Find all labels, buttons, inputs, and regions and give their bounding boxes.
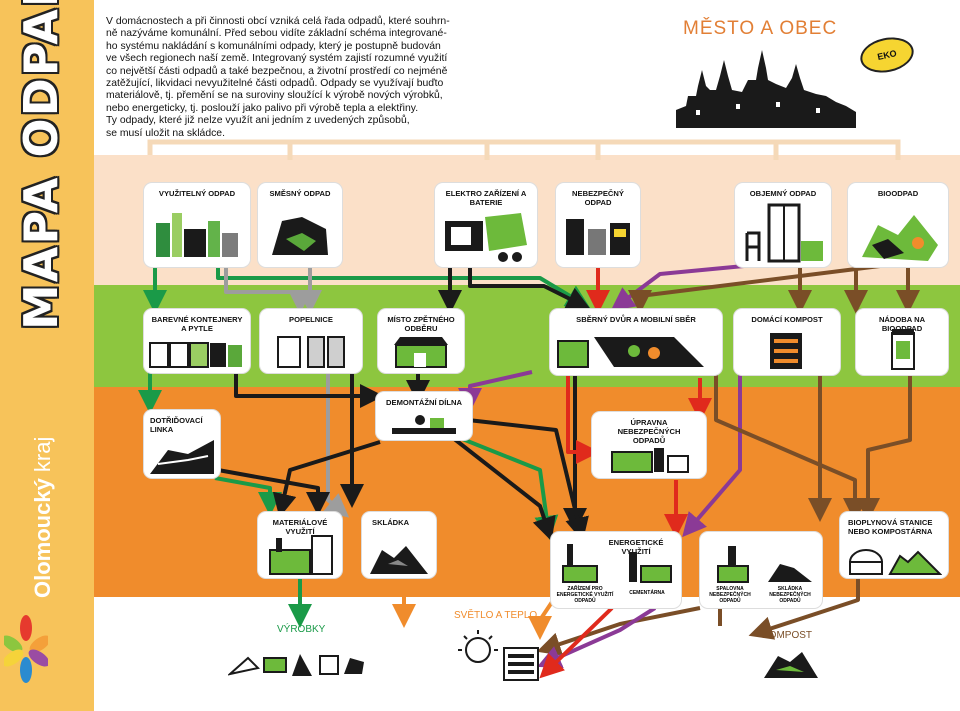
bio-bin-icon: [891, 329, 915, 370]
collection-collection-yard: SBĚRNÝ DVŮR A MOBILNÍ SBĚR: [550, 309, 722, 375]
source-label: BIOODPAD: [877, 189, 919, 198]
region-logo-icon: [4, 615, 48, 683]
final-label: SKLÁDKA: [372, 518, 410, 527]
band-city: [94, 0, 960, 155]
final-label: MATERIÁLOVÉ VYUŽITÍ: [272, 518, 328, 536]
factory-icon: [269, 535, 333, 575]
recyclables-icon: [156, 213, 238, 257]
final-hazardous-facilities: SPALOVNA NEBEZPEČNÝCH ODPADŮ SKLÁDKA NEB…: [700, 532, 822, 608]
final-biogas-composting: BIOPLYNOVÁ STANICE NEBO KOMPOSTÁRNA: [840, 512, 948, 578]
source-bulky-waste: OBJEMNÝ ODPAD: [735, 183, 831, 267]
source-mixed-waste: SMĚSNÝ ODPAD: [258, 183, 342, 267]
processing-label: DEMONTÁŽNÍ DÍLNA: [386, 398, 462, 407]
processing-label: DOTŘIĎOVACÍ LINKA: [150, 416, 203, 434]
intro-line: ve všech regionech naší země. Integrovan…: [106, 53, 448, 65]
collection-bins: POPELNICE: [260, 309, 362, 373]
output-light-heat: SVĚTLO A TEPLO: [454, 610, 538, 621]
dustbins-icon: [277, 336, 345, 368]
collection-label: BAREVNÉ KONTEJNERY A PYTLE: [151, 315, 243, 333]
biogas-plant-icon: [849, 549, 942, 575]
intro-line: nebo energeticky, tj. poslouží jako pali…: [106, 102, 419, 114]
final-material-recovery: MATERIÁLOVÉ VYUŽITÍ: [258, 512, 342, 578]
hazard-containers-icon: [566, 219, 630, 255]
city-title: MĚSTO A OBEC: [683, 18, 838, 39]
intro-line: se musí uložit na skládce.: [106, 127, 225, 139]
final-label: BIOPLYNOVÁ STANICE NEBO KOMPOSTÁRNA: [848, 518, 933, 536]
final-label: ENERGETICKÉ VYUŽITÍ: [608, 538, 664, 556]
compost-icon: [764, 652, 818, 678]
source-biowaste: BIOODPAD: [848, 183, 948, 267]
processing-hazardous-treatment: ÚPRAVNA NEBEZPEČNÝCH ODPADŮ: [592, 412, 706, 478]
color-bins-icon: [149, 342, 242, 368]
intro-line: materiálově, tj. přemění se na suroviny …: [106, 90, 443, 102]
workshop-icon: [392, 415, 456, 434]
products-icon: [228, 654, 364, 676]
furniture-icon: [745, 203, 823, 263]
collection-yard-icon: [557, 337, 704, 368]
collection-label: MÍSTO ZPĚTNÉHO ODBĚRU: [387, 315, 455, 333]
output-compost: KOMPOST: [762, 630, 813, 641]
collection-label: POPELNICE: [289, 315, 333, 324]
collection-color-containers: BAREVNÉ KONTEJNERY A PYTLE: [144, 309, 250, 373]
sidebar: [0, 0, 94, 711]
compost-bin-icon: [770, 333, 802, 369]
sorting-line-icon: [150, 440, 214, 474]
source-electro-batteries: ELEKTRO ZAŘÍZENÍ A BATERIE: [435, 183, 537, 267]
intro-line: zatěžující, likvidaci nevyužitelné části…: [106, 78, 444, 90]
intro-line: co největší části odpadů a také bezpečno…: [106, 65, 448, 77]
intro-line: ně nazýváme komunální. Před sebou vidíte…: [106, 28, 447, 40]
landfill-icon: [370, 546, 428, 574]
processing-sorting-line: DOTŘIĎOVACÍ LINKA: [144, 410, 220, 478]
processing-dismantling-workshop: DEMONTÁŽNÍ DÍLNA: [376, 392, 472, 440]
power-plant-icon: [562, 544, 672, 583]
energy-sub-label: ZAŘÍZENÍ PRO ENERGETICKÉ VYUŽITÍ ODPADŮ: [556, 586, 614, 604]
final-landfill: SKLÁDKA: [362, 512, 436, 578]
source-label: OBJEMNÝ ODPAD: [749, 189, 817, 198]
electronics-icon: [445, 213, 527, 262]
intro-line: ho systému nakládání s komunálními odpad…: [106, 40, 441, 52]
mixed-waste-icon: [272, 217, 328, 255]
collection-home-compost: DOMÁCÍ KOMPOST: [734, 309, 840, 375]
collection-label: SBĚRNÝ DVŮR A MOBILNÍ SBĚR: [576, 315, 696, 324]
energy-sub-label: SKLÁDKA NEBEZPEČNÝCH ODPADŮ: [769, 586, 811, 604]
shop-icon: [394, 337, 448, 368]
biowaste-icon: [862, 215, 938, 261]
incinerator-icon: [717, 546, 812, 583]
energy-sub-label: SPALOVNA NEBEZPEČNÝCH ODPADŮ: [709, 586, 751, 604]
collection-takeback-point: MÍSTO ZPĚTNÉHO ODBĚRU: [378, 309, 464, 373]
output-products: VÝROBKY: [277, 624, 326, 635]
source-usable-waste: VYUŽITELNÝ ODPAD: [144, 183, 250, 267]
collection-bio-bin: NÁDOBA NA BIOODPAD: [856, 309, 948, 375]
energy-sub-label: CEMENTÁRNA: [629, 590, 665, 596]
intro-line: Ty odpady, které již nelze využít ani je…: [106, 115, 410, 127]
final-energy-recovery: ENERGETICKÉ VYUŽITÍ ZAŘÍZENÍ PRO ENERGET…: [551, 532, 681, 608]
processing-label: ÚPRAVNA NEBEZPEČNÝCH ODPADŮ: [617, 418, 681, 445]
source-label: SMĚSNÝ ODPAD: [269, 189, 331, 198]
collection-label: DOMÁCÍ KOMPOST: [751, 315, 823, 324]
intro-line: V domácnostech a při činnosti obcí vznik…: [106, 16, 450, 27]
intro-text: V domácnostech a při činnosti obcí vznik…: [106, 16, 476, 140]
city-skyline-illustration: [676, 50, 856, 128]
source-hazardous-waste: NEBEZPEČNÝ ODPAD: [556, 183, 640, 267]
source-label: ELEKTRO ZAŘÍZENÍ A BATERIE: [445, 189, 527, 207]
source-label: VYUŽITELNÝ ODPAD: [158, 189, 236, 198]
light-heat-icon: [458, 630, 539, 681]
source-label: NEBEZPEČNÝ ODPAD: [572, 189, 624, 207]
collection-label: NÁDOBA NA BIOODPAD: [878, 315, 926, 333]
treatment-plant-icon: [611, 448, 689, 473]
